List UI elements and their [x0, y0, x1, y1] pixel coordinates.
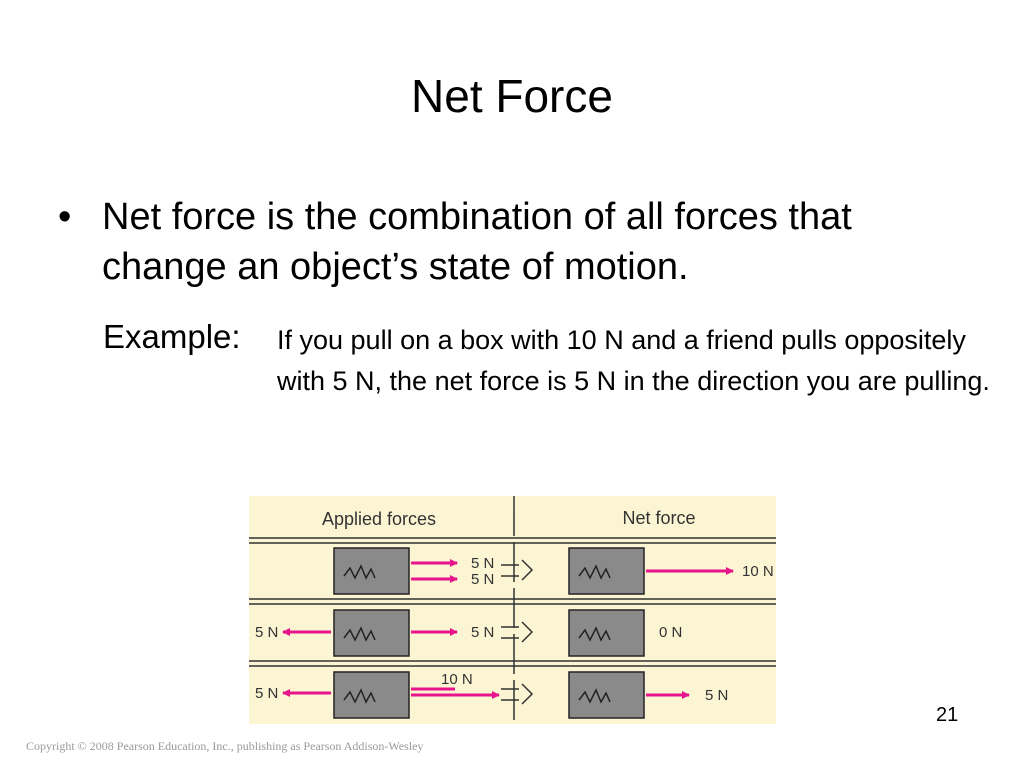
example-label: Example: — [103, 318, 241, 355]
net-force-label: 10 N — [742, 563, 774, 580]
row-dividers — [249, 537, 776, 667]
force-label: 5 N — [255, 685, 278, 702]
net-force-diagram: Applied forces Net force 5 N 5 N 10 N 5 … — [249, 496, 776, 724]
bullet-dot: • — [58, 196, 72, 238]
force-label: 5 N — [471, 624, 494, 641]
header-applied-forces: Applied forces — [322, 509, 436, 529]
net-force-label: 0 N — [659, 624, 682, 641]
hand-icon — [343, 688, 376, 704]
hand-icon — [343, 626, 376, 642]
force-label: 5 N — [471, 571, 494, 588]
hand-icon — [578, 564, 611, 580]
figure-background — [249, 496, 776, 724]
hand-icon — [343, 564, 376, 580]
header-net-force: Net force — [622, 508, 695, 528]
hand-icon — [578, 626, 611, 642]
row-3: 5 N 10 N 5 N — [255, 671, 728, 719]
row-1: 5 N 5 N 10 N — [333, 547, 774, 595]
net-force-label: 5 N — [705, 687, 728, 704]
force-label: 5 N — [471, 555, 494, 572]
equals-arrow-icon — [501, 559, 534, 581]
equals-arrow-icon — [501, 683, 534, 705]
example-text: If you pull on a box with 10 N and a fri… — [277, 325, 990, 396]
page-number: 21 — [936, 704, 959, 726]
hand-icon — [578, 688, 611, 704]
row-2: 5 N 5 N 0 N — [255, 609, 682, 657]
force-label: 10 N — [441, 671, 473, 688]
slide-title: Net Force — [411, 70, 613, 122]
equals-arrow-icon — [501, 621, 534, 643]
copyright-notice: Copyright © 2008 Pearson Education, Inc.… — [26, 739, 424, 753]
bullet-text: Net force is the combination of all forc… — [102, 196, 852, 288]
force-label: 5 N — [255, 624, 278, 641]
